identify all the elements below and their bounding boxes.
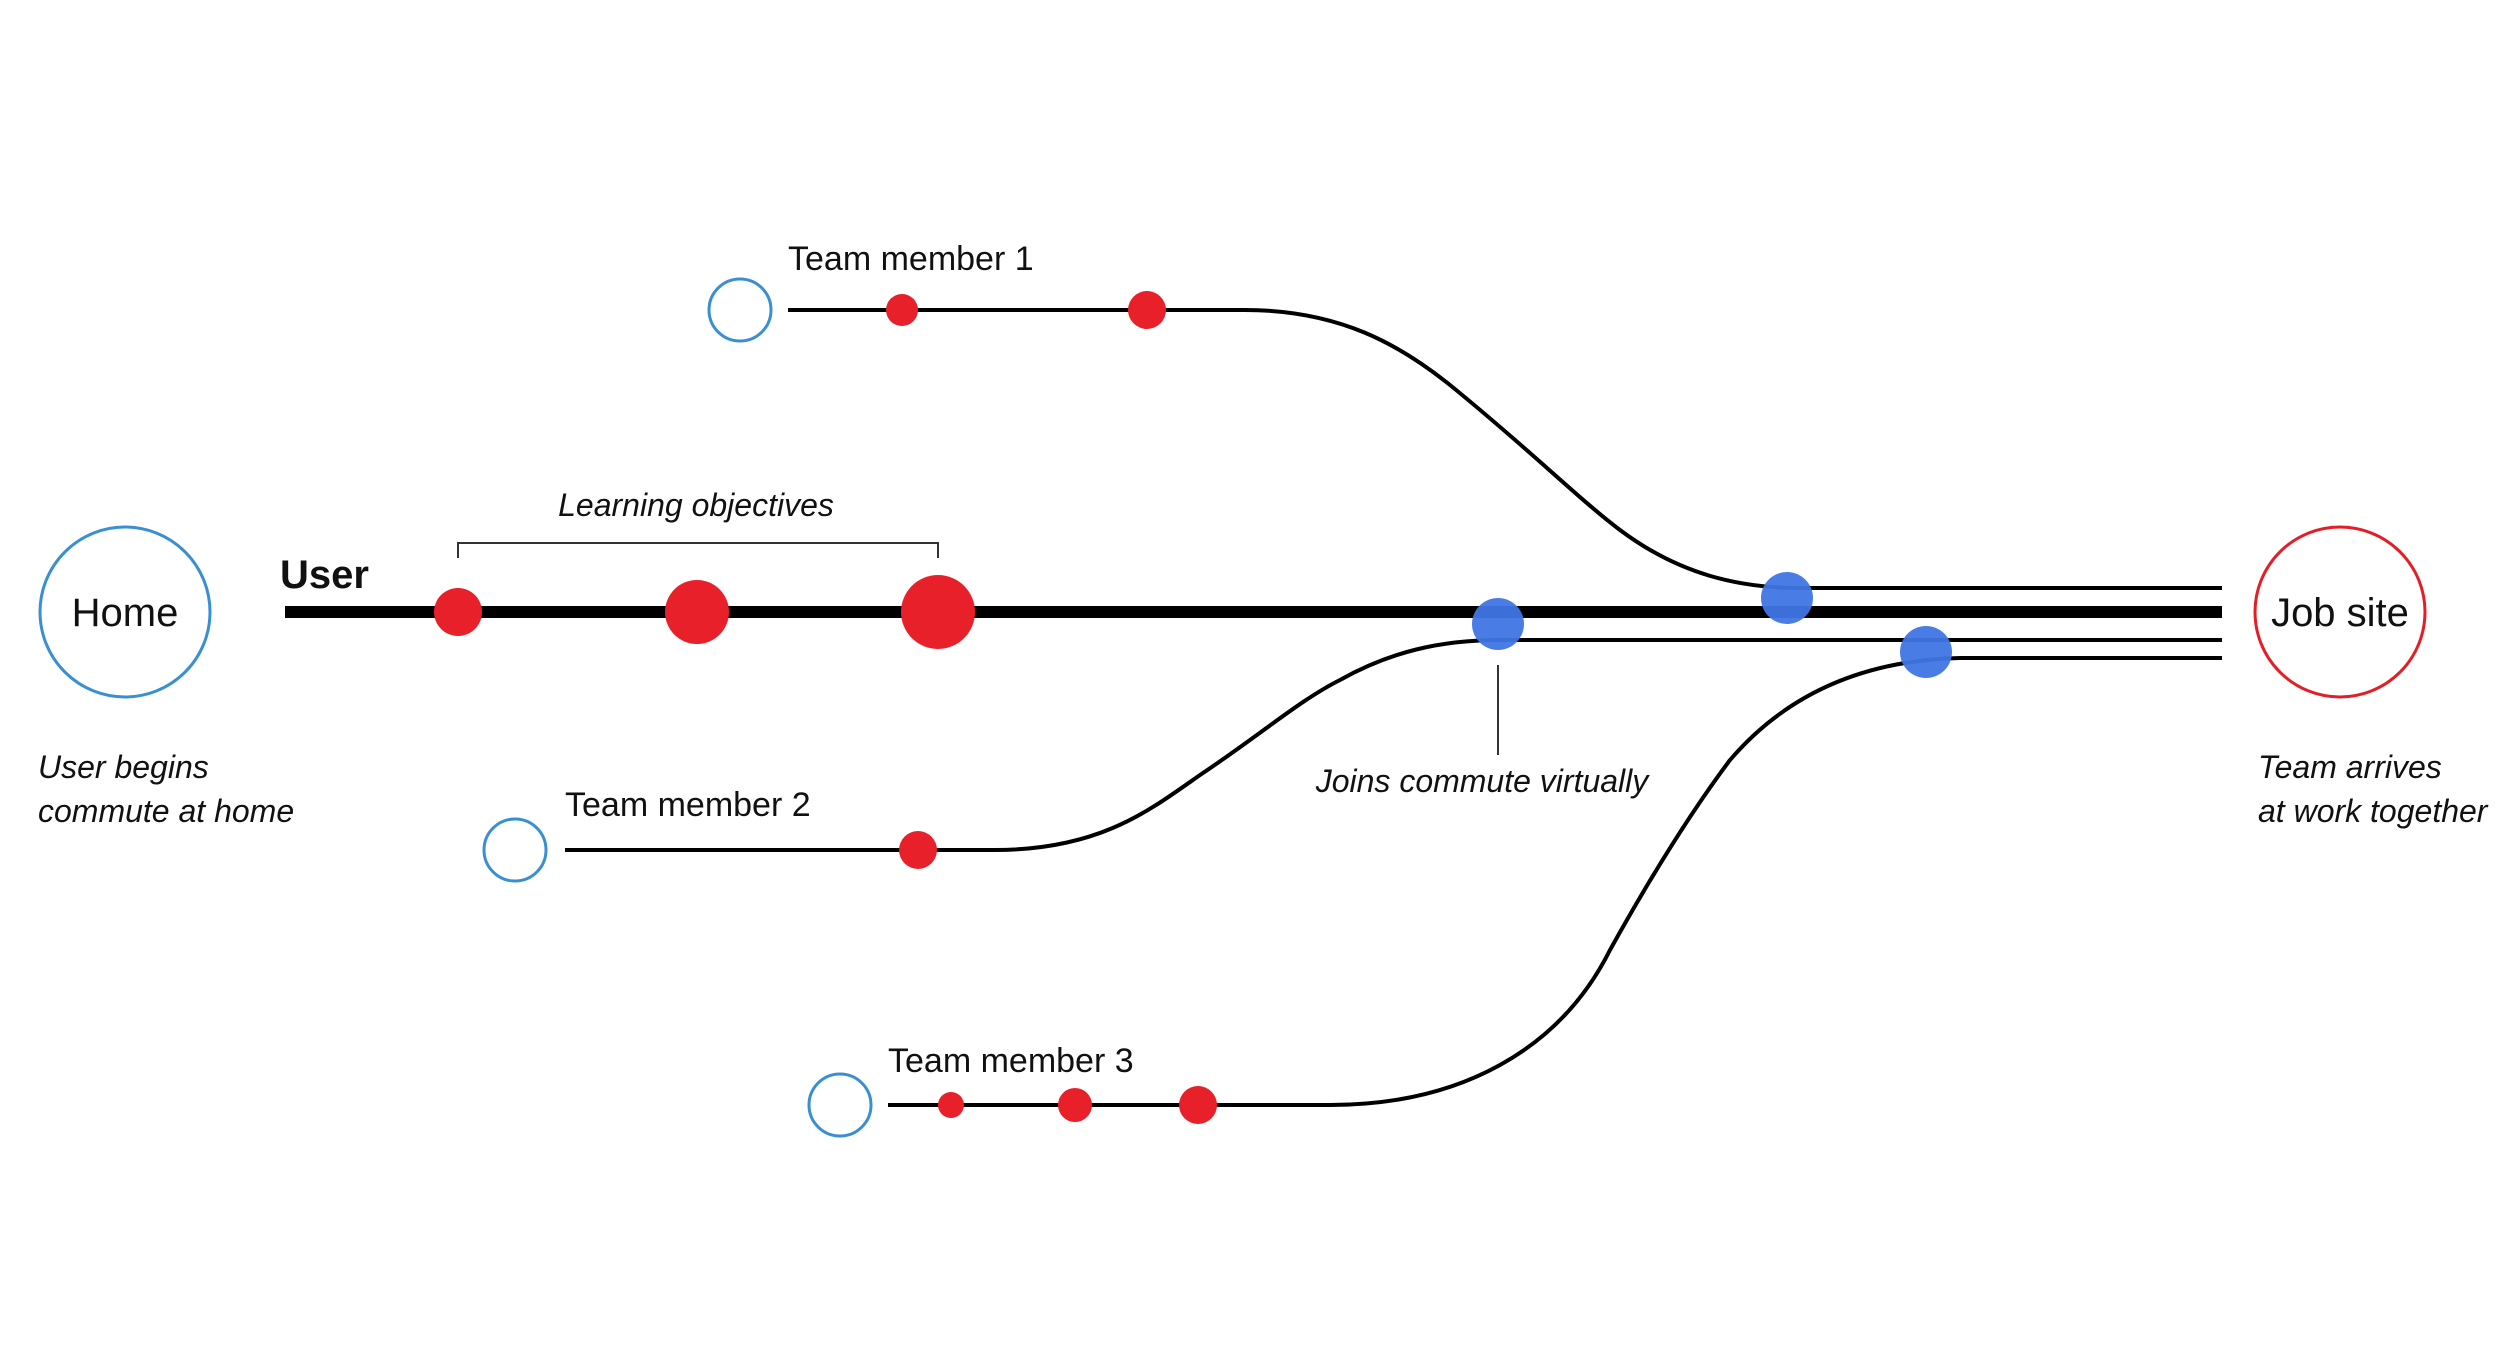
joins-virtually-label: Joins commute virtually (1315, 763, 1651, 799)
member3-objective-dot (938, 1092, 964, 1118)
job-site-node (2253, 525, 2427, 699)
job-site-label: Job site (2271, 591, 2409, 635)
member2-join-dot (1472, 598, 1524, 650)
member2-track (565, 638, 2222, 852)
learning-objectives-label: Learning objectives (558, 487, 834, 523)
home-label: Home (72, 591, 179, 635)
member1-join-dot (1761, 572, 1813, 624)
user-objective-dot (434, 588, 482, 636)
user-track-label: User (280, 553, 369, 597)
home-node (38, 525, 212, 699)
member3-objective-dot (1179, 1086, 1217, 1124)
member1-objective-dot (886, 294, 918, 326)
member3-start-node (807, 1072, 873, 1138)
job-site-caption-line2: at work together (2258, 793, 2489, 829)
user-objective-dot (665, 580, 729, 644)
user-objective-dot (901, 575, 975, 649)
job-site-caption-line1: Team arrives (2258, 749, 2442, 785)
member3-track-label: Team member 3 (888, 1042, 1134, 1080)
member1-track (788, 308, 2222, 590)
learning-objectives-bracket (457, 542, 939, 558)
member2-objective-dot (899, 831, 937, 869)
member1-track-label: Team member 1 (788, 240, 1034, 278)
member3-objective-dot (1058, 1088, 1092, 1122)
member1-objective-dot (1128, 291, 1166, 329)
member2-track-label: Team member 2 (565, 786, 811, 824)
member1-start-node (707, 277, 773, 343)
member3-join-dot (1900, 626, 1952, 678)
home-caption-line1: User begins (38, 749, 209, 785)
home-caption-line2: commute at home (38, 793, 294, 829)
member3-track (888, 656, 2222, 1107)
member2-start-node (482, 817, 548, 883)
